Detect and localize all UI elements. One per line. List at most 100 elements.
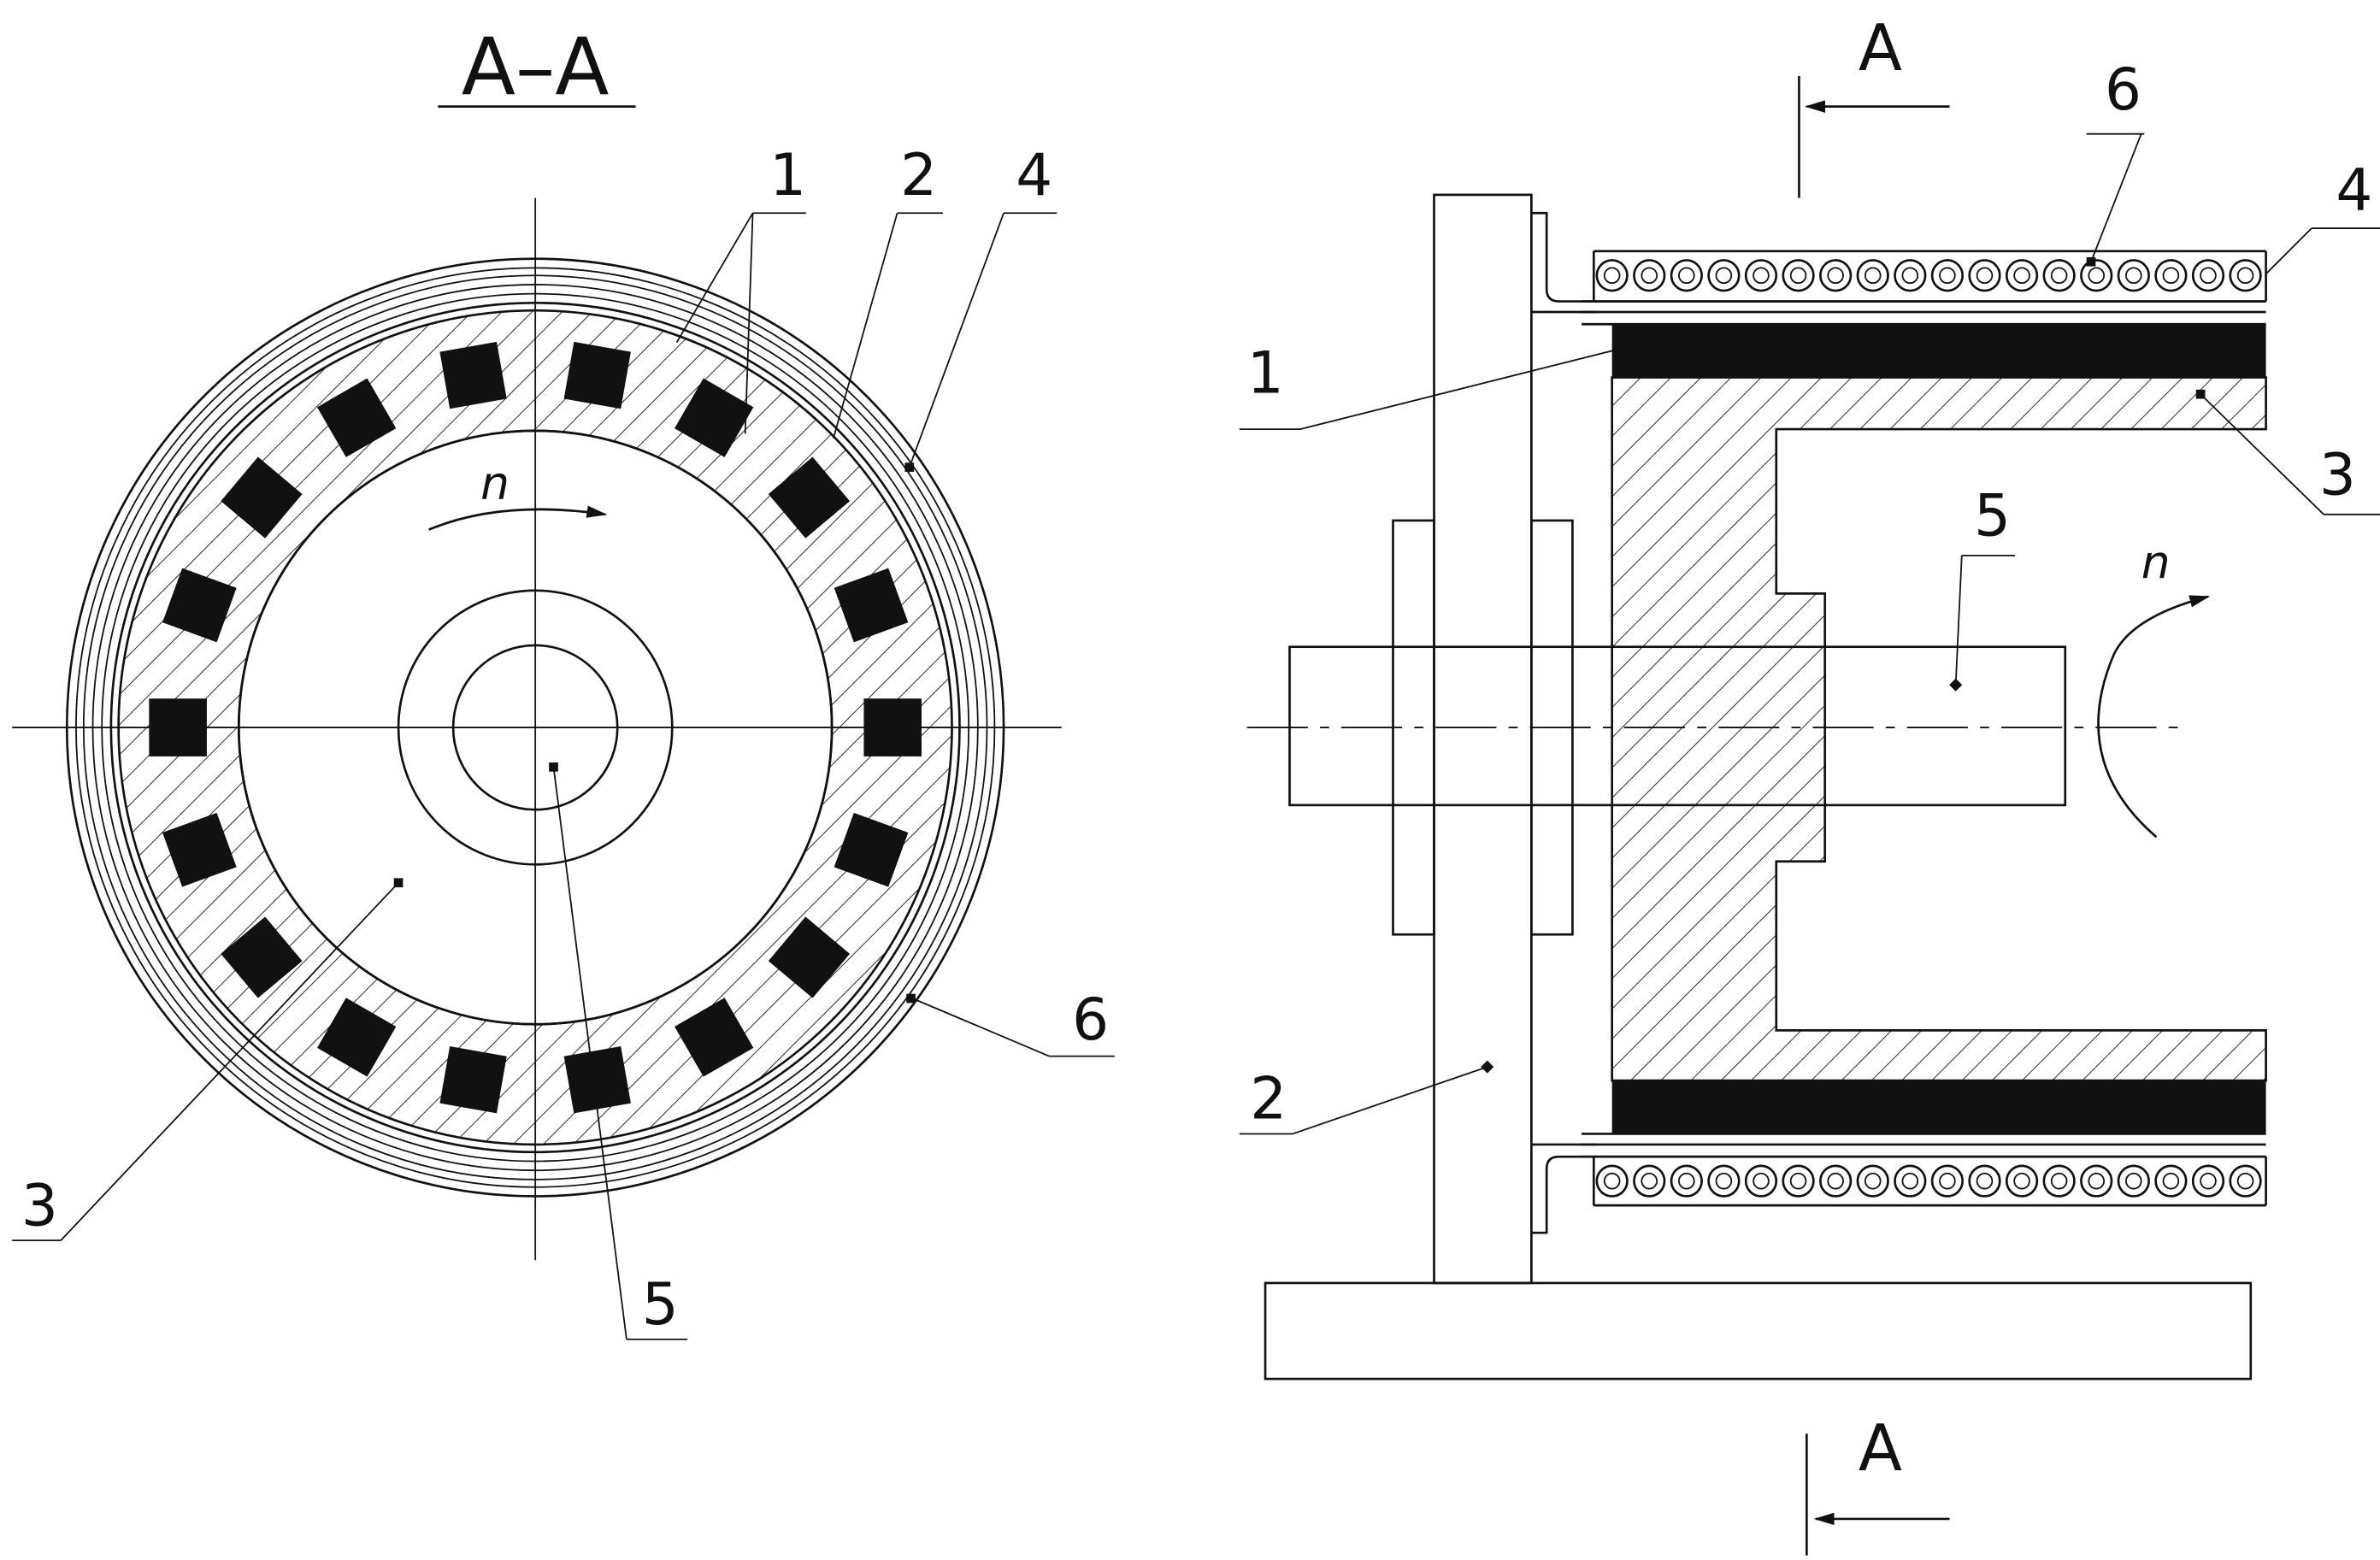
magnet xyxy=(162,568,237,643)
rotor-cup xyxy=(1611,376,2267,1082)
magnet-bar-bottom xyxy=(1611,1080,2266,1134)
coil-turn xyxy=(2042,259,2076,292)
coil-windings-top xyxy=(1595,259,2262,292)
coil-turn xyxy=(1930,1164,1965,1198)
hub xyxy=(397,589,674,866)
cut-label-top: A xyxy=(1859,11,1902,85)
coil-turn-inner xyxy=(1827,267,1844,285)
coil-turn xyxy=(1707,1164,1741,1198)
section-title: A–A xyxy=(462,21,610,113)
coil-turn xyxy=(1856,1164,1889,1198)
rotation-label: n xyxy=(480,456,510,510)
magnet xyxy=(834,568,909,643)
coil-turn xyxy=(2154,1164,2188,1198)
magnet xyxy=(768,456,851,539)
coil-turn xyxy=(1894,1164,1927,1198)
magnet xyxy=(316,998,397,1077)
coil-turn xyxy=(2080,259,2113,292)
magnet xyxy=(221,916,303,998)
coil-turn-inner xyxy=(1715,1172,1733,1190)
permanent-magnets xyxy=(149,341,922,1114)
side-callout-sleeve: 4 xyxy=(2336,156,2372,224)
coil-turn xyxy=(1633,259,1666,292)
coil-turn-inner xyxy=(1641,267,1658,285)
callout-yoke: 2 xyxy=(900,141,937,209)
coil-turn-inner xyxy=(1789,1172,1807,1190)
magnet xyxy=(834,812,909,887)
magnet xyxy=(675,378,754,457)
coil-turn-inner xyxy=(2162,267,2180,285)
magnet xyxy=(439,1045,507,1114)
rotor-marker-dot xyxy=(393,878,404,888)
magnet-bar-top xyxy=(1611,324,2266,378)
coil-turn xyxy=(2229,259,2262,292)
coil-turn xyxy=(1894,259,1927,292)
coil-turn-inner xyxy=(2125,1172,2142,1190)
coil-turn-inner xyxy=(1603,267,1621,285)
shaft xyxy=(1288,645,2067,807)
magnet xyxy=(768,916,851,998)
shaft-section xyxy=(451,644,619,811)
coil-turn-inner xyxy=(1753,1172,1770,1190)
coil-turn-inner xyxy=(1901,1172,1919,1190)
coil-turn-inner xyxy=(2125,267,2142,285)
coil-turn-inner xyxy=(1678,1172,1695,1190)
coil-turn-inner xyxy=(1976,267,1994,285)
coil-turn xyxy=(2191,1164,2225,1198)
coil-turn-inner xyxy=(2050,1172,2068,1190)
coil-turn xyxy=(1595,259,1629,292)
coil-turn-inner xyxy=(2236,267,2254,285)
coil-turn-inner xyxy=(1678,267,1695,285)
side-view: A A xyxy=(1239,11,2380,1556)
coil-turn xyxy=(1744,1164,1778,1198)
magnet xyxy=(675,998,754,1077)
side-callout-magnets: 1 xyxy=(1247,338,1284,406)
coil-housing-top xyxy=(1592,250,2267,303)
section-leaders xyxy=(12,212,1115,1340)
cut-label-bottom: A xyxy=(1859,1411,1902,1486)
coil-turn-inner xyxy=(2200,1172,2217,1190)
callout-rotor: 3 xyxy=(21,1171,58,1239)
side-callout-rotor: 3 xyxy=(2319,441,2356,509)
coil-turn-inner xyxy=(2050,267,2068,285)
coil-turn-inner xyxy=(2236,1172,2254,1190)
coil-turn-inner xyxy=(1603,1172,1621,1190)
coil-turn-inner xyxy=(1789,267,1807,285)
coil-turn xyxy=(1670,1164,1703,1198)
coil-turn-inner xyxy=(2013,1172,2030,1190)
rotor-bore xyxy=(237,429,834,1026)
magnet xyxy=(563,1045,631,1114)
coil-turn-inner xyxy=(1976,1172,1994,1190)
side-rotation-arrow xyxy=(2097,595,2211,839)
coil-turn xyxy=(2080,1164,2113,1198)
side-callout-stand: 2 xyxy=(1250,1065,1287,1133)
stand xyxy=(1433,193,1533,1285)
magnet xyxy=(316,378,397,457)
coil-turn-inner xyxy=(1753,267,1770,285)
coil-turn-inner xyxy=(2200,267,2217,285)
callout-sleeve: 4 xyxy=(1016,141,1052,209)
coil-turn-inner xyxy=(1715,267,1733,285)
side-leaders xyxy=(1239,132,2380,1135)
coil-turn-inner xyxy=(1939,1172,1956,1190)
coil-turn xyxy=(1968,259,2001,292)
coil-turn-inner xyxy=(1641,1172,1658,1190)
coil-turn xyxy=(1595,1164,1629,1198)
side-callout-shaft: 5 xyxy=(1974,482,2011,550)
coil-turn xyxy=(1782,1164,1815,1198)
coil-turn-inner xyxy=(2088,267,2106,285)
magnet xyxy=(221,456,303,539)
magnet xyxy=(162,812,237,887)
coil-turn xyxy=(2154,259,2188,292)
side-rotation-label: n xyxy=(2141,536,2171,590)
coil-turn xyxy=(1856,259,1889,292)
coil-housing-bottom xyxy=(1592,1155,2267,1207)
coil-turn xyxy=(2042,1164,2076,1198)
section-view: A–A n xyxy=(12,21,1115,1340)
coil-windings-bottom xyxy=(1595,1164,2262,1198)
coil-turn xyxy=(1819,1164,1853,1198)
coil-turn-inner xyxy=(2013,267,2030,285)
coil-turn xyxy=(1744,259,1778,292)
bracket-top xyxy=(1531,211,1597,314)
